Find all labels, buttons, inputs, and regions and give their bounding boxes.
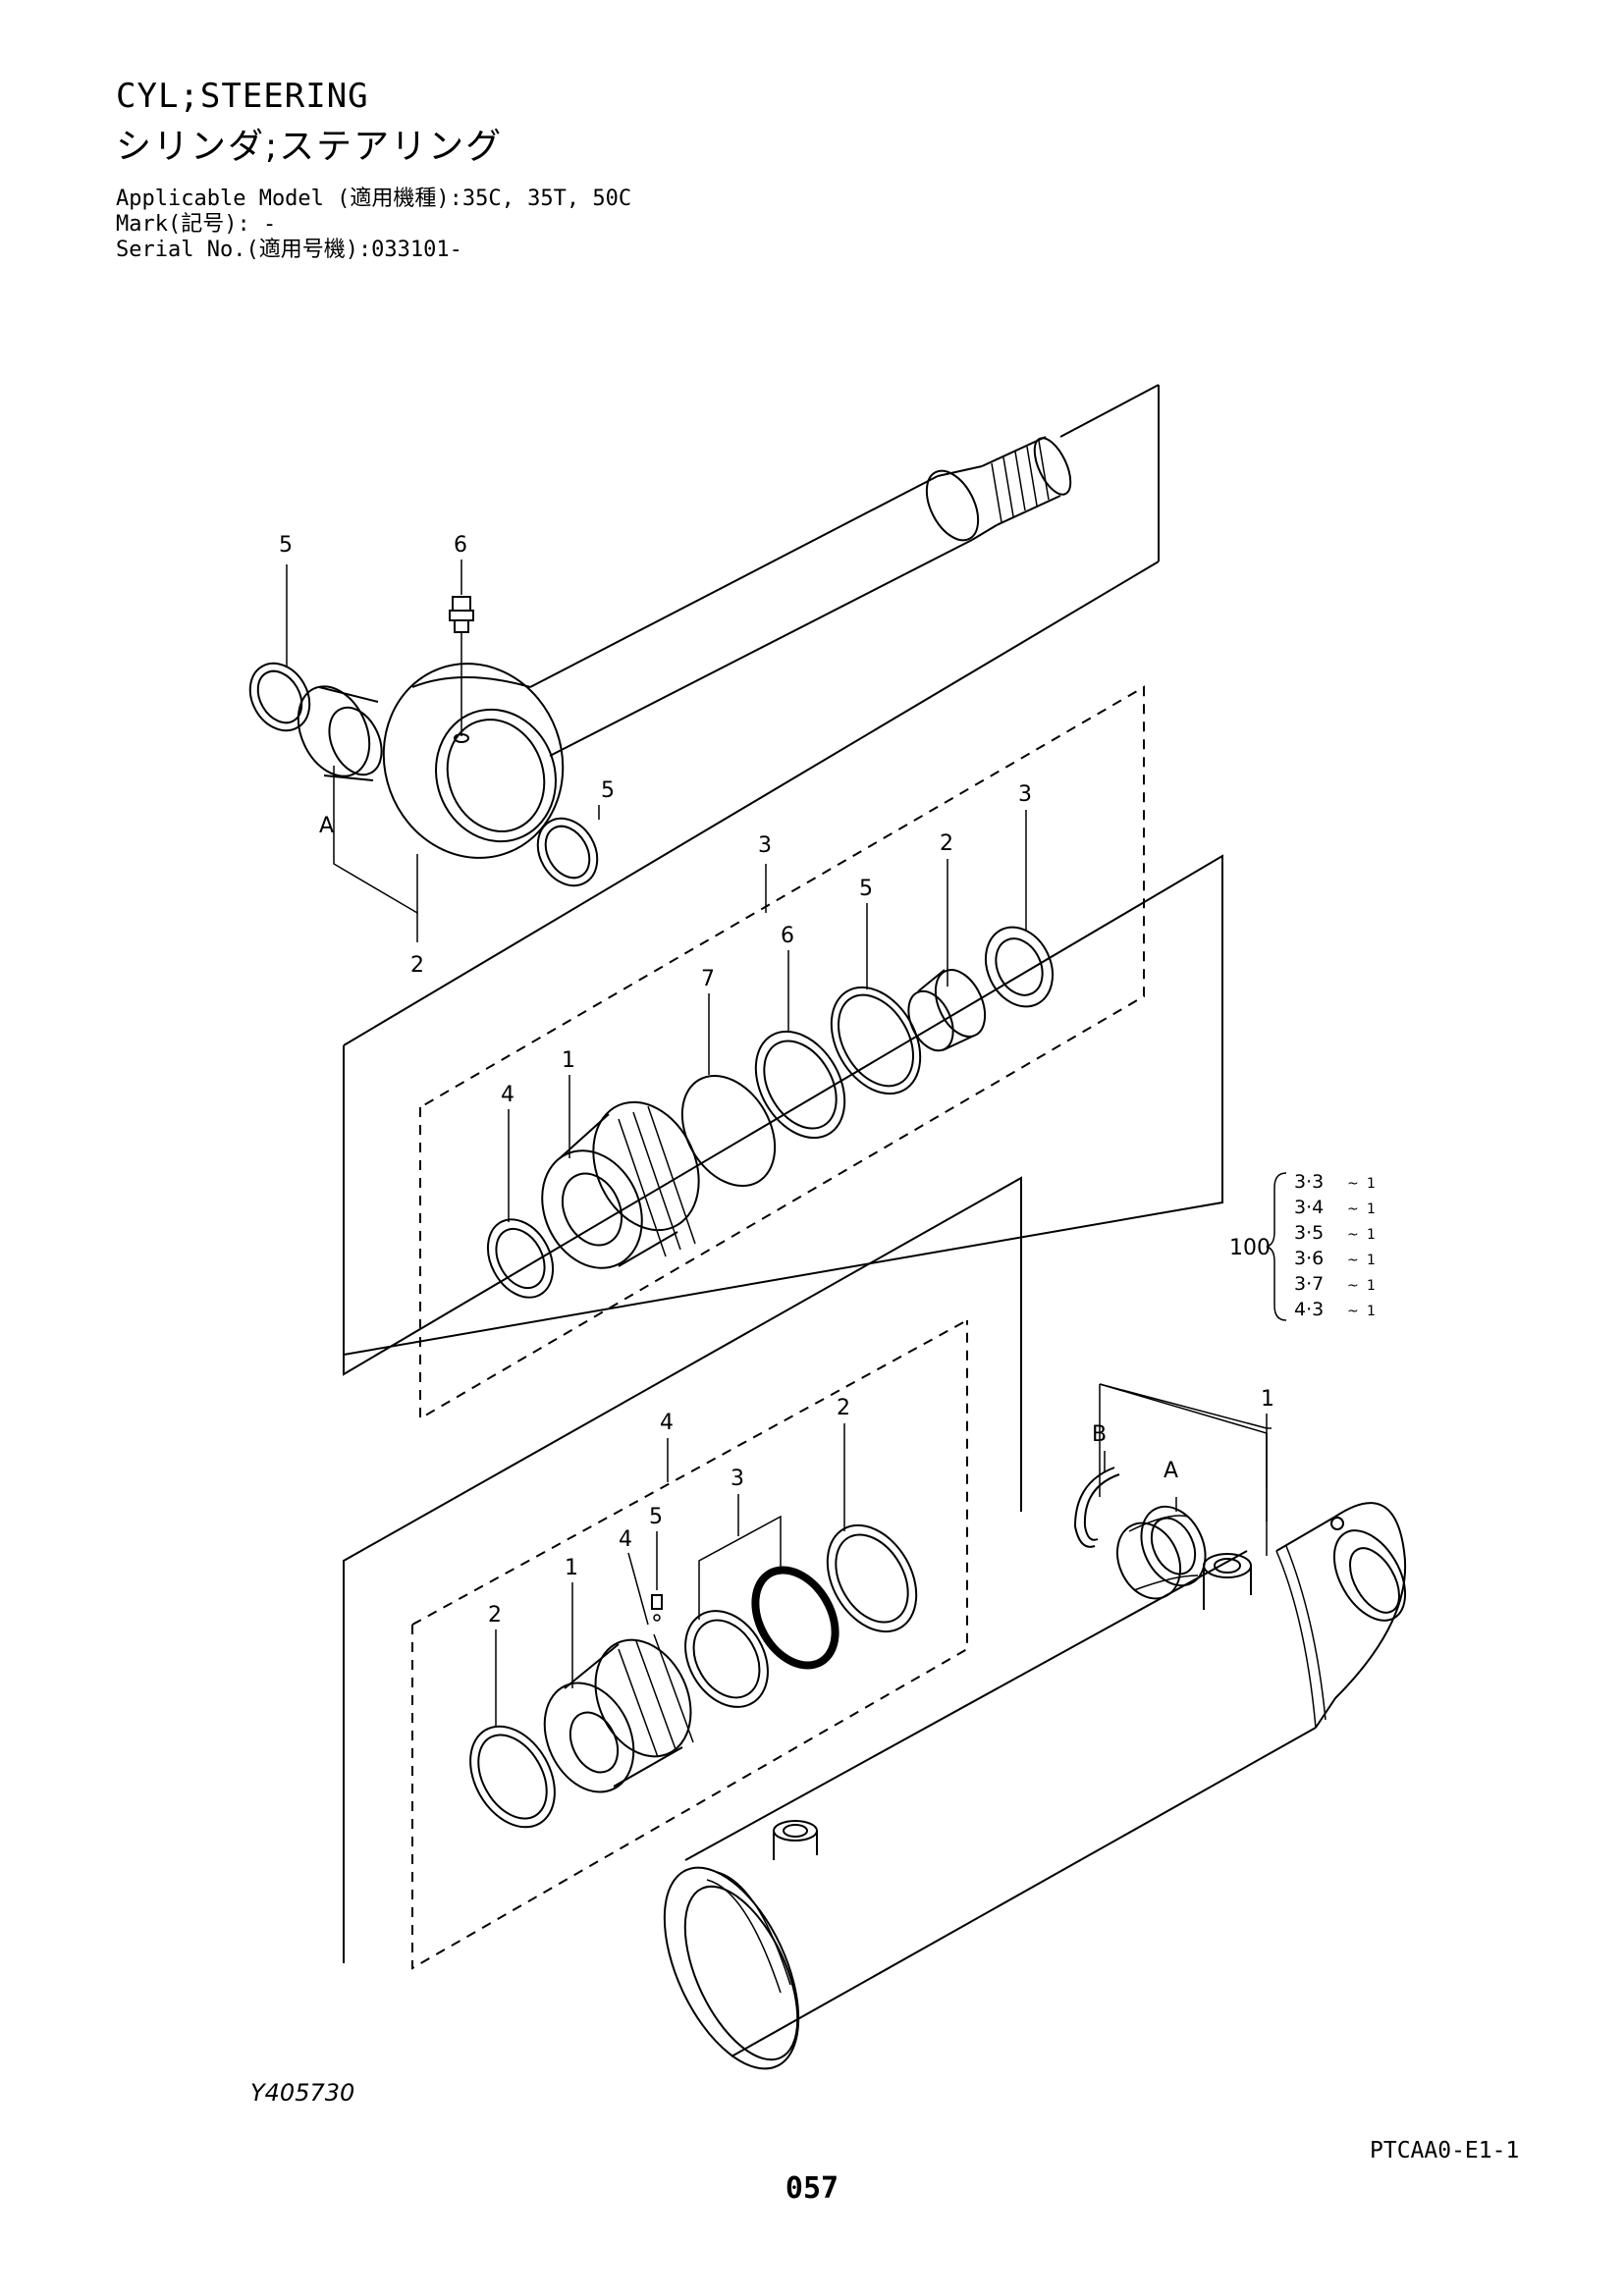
svg-text:~: ~ (1347, 1304, 1359, 1319)
callout-A-rod: A (319, 814, 334, 838)
svg-text:~: ~ (1347, 1278, 1359, 1294)
svg-text:~: ~ (1347, 1253, 1359, 1268)
kit-item-5: 3·7 (1294, 1273, 1324, 1295)
callout-4-gland: 4 (501, 1083, 514, 1107)
tube-bushing-A (1115, 1505, 1207, 1600)
svg-text:~: ~ (1347, 1227, 1359, 1243)
gland-wiper-3 (984, 926, 1055, 1008)
kit-qty-2: 1 (1367, 1201, 1376, 1217)
page-number: 057 (785, 2171, 839, 2206)
piston-ring-2-left (469, 1725, 556, 1829)
callout-2-rod: 2 (410, 953, 424, 978)
kit-qty-1: 1 (1367, 1176, 1376, 1192)
piston-ring-3a (684, 1610, 769, 1708)
kit-item-2: 3·4 (1294, 1197, 1324, 1218)
piston-body (543, 1633, 694, 1793)
callout-1-gland: 1 (562, 1048, 575, 1073)
kit-item-6: 4·3 (1294, 1299, 1324, 1320)
gland-bushing-2 (907, 969, 987, 1052)
title-japanese: シリンダ;ステアリング (116, 127, 504, 167)
gland-dashed-group (419, 685, 1145, 1420)
piston-set-screw-5 (651, 1594, 663, 1622)
gland-oring-7 (680, 1074, 777, 1188)
grease-nipple (449, 596, 474, 633)
serial-number: Serial No.(適用号機):033101- (116, 238, 462, 262)
callout-4-piston-top: 4 (660, 1411, 674, 1435)
kit-100-list: 100 3·3 ~ 1 3·4 ~ 1 3·5 ~ 1 3·6 ~ 1 3·7 … (1229, 1171, 1376, 1321)
svg-text:~: ~ (1347, 1201, 1359, 1217)
kit-qty-4: 1 (1367, 1253, 1376, 1268)
callout-B-tube: B (1092, 1422, 1107, 1447)
gland-ring-4 (486, 1218, 555, 1299)
callout-3-gland-right: 3 (1018, 782, 1032, 807)
kit-item-4: 3·6 (1294, 1248, 1324, 1269)
svg-text:~: ~ (1347, 1176, 1359, 1192)
callout-2-piston-top: 2 (837, 1396, 850, 1420)
piston-ring-2-right (826, 1523, 918, 1633)
kit-item-1: 3·3 (1294, 1171, 1324, 1193)
callout-7-gland: 7 (701, 967, 715, 991)
callout-2-gland: 2 (940, 831, 953, 856)
callout-3-gland-top: 3 (758, 833, 772, 858)
drawing-reference: Y405730 (250, 2079, 355, 2107)
callout-5-gland: 5 (859, 877, 873, 901)
kit-qty-5: 1 (1367, 1278, 1376, 1294)
callout-6-rod: 6 (454, 533, 467, 558)
kit-qty-6: 1 (1367, 1304, 1376, 1319)
callout-2-piston-left: 2 (488, 1603, 502, 1628)
callout-6-gland: 6 (781, 924, 794, 948)
kit-item-3: 3·5 (1294, 1222, 1324, 1244)
title-english: CYL;STEERING (116, 77, 369, 116)
callout-4-piston: 4 (619, 1527, 632, 1552)
tube-snap-ring-B (1073, 1467, 1120, 1548)
rod-bushing (248, 662, 599, 887)
piston-rod (382, 436, 1072, 859)
piston-outline (343, 1176, 1022, 1963)
applicable-model: Applicable Model (適用機種):35C, 35T, 50C (116, 187, 632, 211)
mark: Mark(記号): - (116, 212, 277, 237)
gland-body (541, 1100, 700, 1269)
callout-1-piston: 1 (565, 1556, 578, 1580)
callout-5-piston: 5 (649, 1505, 663, 1529)
gland-ring-6 (754, 1030, 846, 1140)
piston-dashed-group (411, 1320, 968, 1970)
callout-1-tube: 1 (1261, 1387, 1274, 1412)
callout-5-rod-left: 5 (279, 533, 293, 558)
piston-oring-3b (751, 1566, 839, 1670)
kit-qty-3: 1 (1367, 1227, 1376, 1243)
callout-3-piston: 3 (731, 1467, 744, 1491)
callout-A-tube: A (1164, 1459, 1178, 1483)
kit-number: 100 (1229, 1236, 1271, 1260)
callout-5-rod-right: 5 (601, 778, 615, 803)
catalog-code: PTCAA0-E1-1 (1370, 2138, 1520, 2163)
cylinder-tube (663, 1502, 1407, 2070)
